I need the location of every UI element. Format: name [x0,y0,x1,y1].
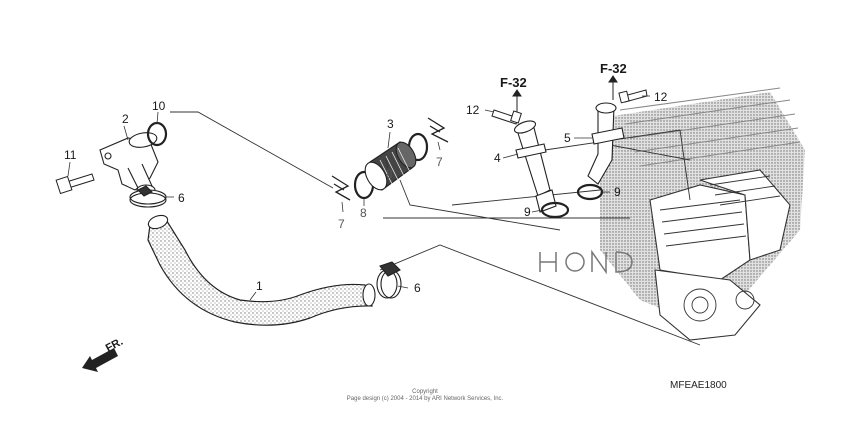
engine-illustration [539,87,805,341]
clamp-6-lower [376,261,402,299]
callout-11: 11 [64,148,77,162]
pipe-5 [587,102,625,185]
hose-1 [147,214,376,326]
ref-arrow-left [512,89,522,112]
callout-6-upper: 6 [178,191,185,205]
callout-3: 3 [387,117,394,131]
callout-5: 5 [564,131,571,145]
callout-9-right: 9 [614,185,621,199]
callout-leaders [67,95,650,301]
callout-2: 2 [122,112,129,126]
callout-9-left: 9 [524,205,531,219]
diagram-code: MFEAE1800 [670,380,727,391]
connector-3 [364,141,417,191]
bolt-11 [55,173,95,195]
ref-arrow-right [608,75,618,100]
callout-7-left: 7 [338,217,345,231]
copyright-line-2: Page design (c) 2004 - 2014 by ARI Netwo… [346,396,504,402]
ref-label-right: F-32 [600,61,627,76]
callout-12-left: 12 [466,103,480,117]
callout-12-right: 12 [654,90,668,104]
bolt-12-right [618,89,648,104]
brand-emblem [539,249,633,275]
callout-10: 10 [152,99,166,113]
copyright-line-1: Copyright [412,389,438,395]
ref-label-left: F-32 [500,75,527,90]
callout-8-right: 8 [386,167,393,181]
front-direction-arrow: FR. [82,336,125,372]
callout-8-left: 8 [360,206,367,220]
pipe-4 [513,120,557,213]
callout-4: 4 [494,151,501,165]
callout-6-lower: 6 [414,281,421,295]
callout-1: 1 [256,279,263,293]
front-direction-label: FR. [104,336,125,355]
clamp-6-upper [129,185,167,208]
clip-7-left [331,175,351,201]
clip-7-right [427,117,449,143]
bolt-12-left [491,109,522,125]
callout-7-right: 7 [436,155,443,169]
